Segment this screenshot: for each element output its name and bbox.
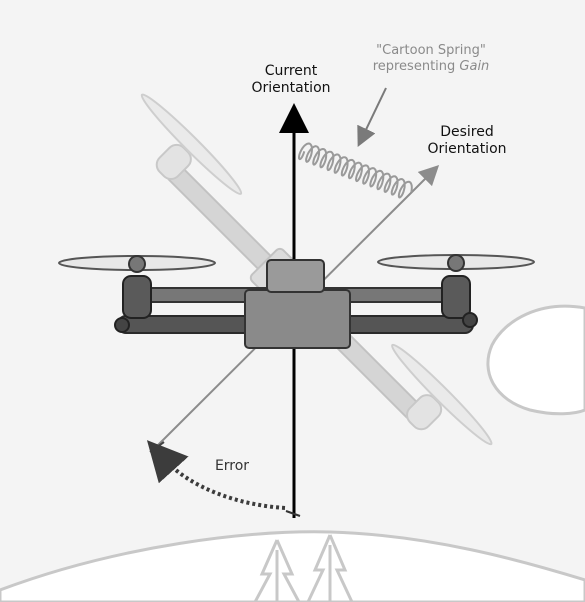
spring-label-pointer (357, 87, 387, 148)
spring-label-line1: "Cartoon Spring" (376, 43, 486, 58)
pine-tree-icon (253, 539, 301, 602)
pine-tree-icon (306, 534, 354, 602)
desired-orientation-line2: Orientation (427, 141, 507, 157)
current-axis-end-tick (285, 510, 301, 517)
current-orientation-line1: Current (264, 63, 318, 79)
ground-hill (0, 530, 585, 602)
quadcopter-drone-icon (58, 254, 535, 349)
error-label: Error (214, 458, 250, 474)
desired-axis-end-tick (149, 441, 165, 453)
current-orientation-line2: Orientation (251, 80, 331, 96)
error-arc-arrow (146, 440, 286, 510)
spring-icon (297, 142, 413, 199)
desired-orientation-line1: Desired (440, 124, 494, 140)
spring-gain-label: "Cartoon Spring" representing Gain (350, 43, 512, 75)
current-orientation-label: Current Orientation (236, 63, 346, 97)
spring-label-gain: Gain (459, 59, 490, 74)
spring-label-prefix: representing (372, 59, 456, 74)
background-scenery (0, 304, 585, 602)
cloud-shape (486, 304, 585, 416)
desired-orientation-label: Desired Orientation (411, 124, 523, 158)
spring-label-line2: representing Gain (350, 59, 512, 75)
